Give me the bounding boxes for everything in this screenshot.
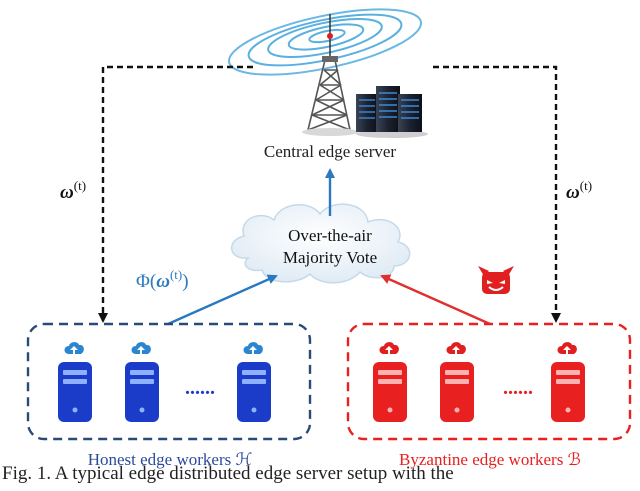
broadcast-label-left: ω(t) [60, 178, 86, 203]
honest-group-box [26, 322, 312, 441]
byzantine-worker [373, 342, 407, 422]
server-label: Central edge server [264, 142, 396, 161]
byzantine-worker [440, 342, 474, 422]
server-rack-icon [356, 86, 428, 138]
aggregation-label-line1: Over-the-air [288, 226, 372, 245]
computer-tower-icon [237, 362, 271, 422]
broadcast-arrow-right [433, 65, 561, 323]
cloud-upload-icon [243, 342, 263, 354]
aggregation-label-line2: Majority Vote [283, 248, 377, 267]
computer-tower-icon [551, 362, 585, 422]
honest-ellipsis: ...... [185, 377, 215, 399]
honest-worker [125, 342, 159, 422]
cloud-upload-icon [557, 342, 577, 354]
upload-label: Φ(ω(t)) [136, 267, 189, 292]
devil-icon [478, 266, 514, 294]
figure-caption: Fig. 1. A typical edge distributed edge … [2, 463, 454, 484]
cloud-upload-icon [64, 342, 84, 354]
cloud-upload-icon [379, 342, 399, 354]
radio-tower-icon [227, 8, 423, 136]
broadcast-arrow-left [98, 65, 253, 323]
computer-tower-icon [125, 362, 159, 422]
computer-tower-icon [440, 362, 474, 422]
byzantine-group-box [346, 322, 632, 441]
honest-upload-arrow [167, 274, 278, 326]
computer-tower-icon [58, 362, 92, 422]
cloud-upload-icon [131, 342, 151, 354]
cloud-icon [231, 203, 411, 284]
byzantine-upload-arrow [380, 274, 491, 326]
computer-tower-icon [373, 362, 407, 422]
cloud-upload-icon [446, 342, 466, 354]
byzantine-worker [551, 342, 585, 422]
byzantine-ellipsis: ...... [503, 377, 533, 399]
honest-group-label: Honest edge workers ℋ [88, 450, 253, 469]
honest-worker [58, 342, 92, 422]
broadcast-label-right: ω(t) [566, 178, 592, 203]
byzantine-group-label: Byzantine edge workers ℬ [399, 450, 581, 469]
honest-worker [237, 342, 271, 422]
